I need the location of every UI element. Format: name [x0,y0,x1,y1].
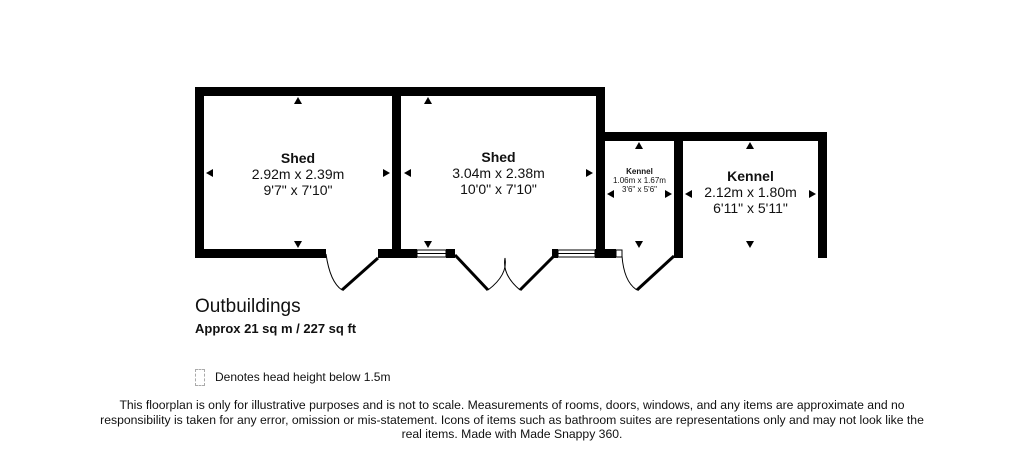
room-label-kennel-2: Kennel 2.12m x 1.80m 6'11" x 5'11" [683,168,818,216]
room-name: Shed [280,150,316,166]
room-imperial: 3'6" x 5'6" [622,185,657,195]
dimension-arrows [206,97,816,248]
room-imperial: 10'0" x 7'10" [460,181,537,198]
windows [416,249,623,258]
plan-area: Approx 21 sq m / 227 sq ft [195,321,357,336]
disclaimer: This floorplan is only for illustrative … [100,398,924,441]
room-imperial: 6'11" x 5'11" [713,200,788,217]
doors [325,253,676,292]
legend: Denotes head height below 1.5m [195,367,390,387]
room-name: Kennel [626,167,653,176]
walls [195,87,827,258]
plan-title: Outbuildings [195,296,301,317]
room-label-kennel-1: Kennel 1.06m x 1.67m 3'6" x 5'6" [605,167,674,195]
room-label-shed-2: Shed 3.04m x 2.38m 10'0" x 7'10" [401,149,596,197]
room-imperial: 9'7" x 7'10" [263,182,333,199]
dashed-box-icon [195,368,205,386]
room-metric: 2.12m x 1.80m [704,184,797,201]
room-metric: 1.06m x 1.67m [613,176,666,186]
room-metric: 3.04m x 2.38m [452,165,545,182]
room-metric: 2.92m x 2.39m [251,166,345,183]
legend-text: Denotes head height below 1.5m [215,370,391,384]
room-label-shed-1: Shed 2.92m x 2.39m 9'7" x 7'10" [204,150,392,198]
room-name: Shed [481,149,516,165]
room-name: Kennel [727,168,774,184]
